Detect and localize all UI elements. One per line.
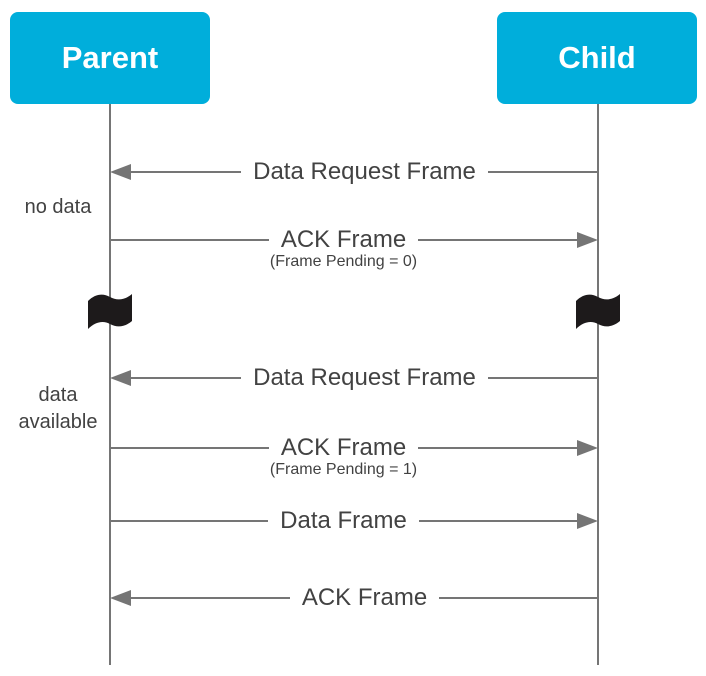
message-labelwrap: Data Request Frame	[241, 158, 488, 186]
annotation-no-data: no data	[24, 196, 92, 218]
message-sublabel: (Frame Pending = 0)	[269, 253, 418, 270]
child-lifeline	[597, 104, 599, 665]
arrowhead-right-icon	[577, 513, 599, 529]
timeline-break-flag-icon	[88, 294, 132, 329]
message-row-ack-1: ACK Frame (Frame Pending = 0)	[110, 225, 599, 270]
message-line	[110, 447, 269, 449]
parent-node-label: Parent	[61, 40, 159, 75]
arrowhead-right-icon	[577, 440, 599, 456]
arrowhead-left-icon	[110, 370, 131, 386]
child-node-box: Child	[497, 12, 697, 104]
arrowhead-left-icon	[110, 164, 131, 180]
annotation-data-available-line2: available	[18, 411, 98, 433]
message-labelwrap: Data Frame	[268, 507, 419, 535]
message-line	[110, 520, 269, 522]
message-line	[439, 597, 599, 599]
message-labelwrap: Data Request Frame	[241, 364, 488, 392]
message-labelwrap: ACK Frame	[290, 584, 439, 612]
message-labelwrap: ACK Frame (Frame Pending = 0)	[269, 226, 418, 270]
message-line	[487, 377, 599, 379]
message-line	[110, 239, 269, 241]
message-line	[418, 520, 578, 522]
message-label: ACK Frame	[301, 584, 428, 611]
message-labelwrap: ACK Frame (Frame Pending = 1)	[269, 434, 418, 478]
message-line	[418, 447, 578, 449]
child-node-label: Child	[558, 40, 636, 75]
annotation-data-available: data available	[8, 382, 108, 436]
message-row-data-frame: Data Frame	[110, 506, 599, 536]
arrowhead-right-icon	[577, 232, 599, 248]
message-line	[131, 377, 242, 379]
message-row-ack-3: ACK Frame	[110, 583, 599, 613]
message-line	[131, 171, 242, 173]
parent-node-box: Parent	[10, 12, 210, 104]
message-line	[487, 171, 599, 173]
message-sublabel: (Frame Pending = 1)	[269, 461, 418, 478]
message-label: ACK Frame	[280, 226, 407, 253]
annotation-data-available-line1: data	[38, 384, 78, 406]
message-row-data-request-1: Data Request Frame	[110, 157, 599, 187]
message-row-ack-2: ACK Frame (Frame Pending = 1)	[110, 433, 599, 478]
message-label: Data Request Frame	[253, 158, 476, 185]
timeline-break-flag-icon	[576, 294, 620, 329]
message-label: Data Frame	[280, 507, 407, 534]
message-label: ACK Frame	[280, 434, 407, 461]
message-label: Data Request Frame	[253, 364, 476, 391]
message-row-data-request-2: Data Request Frame	[110, 363, 599, 393]
arrowhead-left-icon	[110, 590, 131, 606]
message-line	[418, 239, 578, 241]
message-line	[131, 597, 290, 599]
